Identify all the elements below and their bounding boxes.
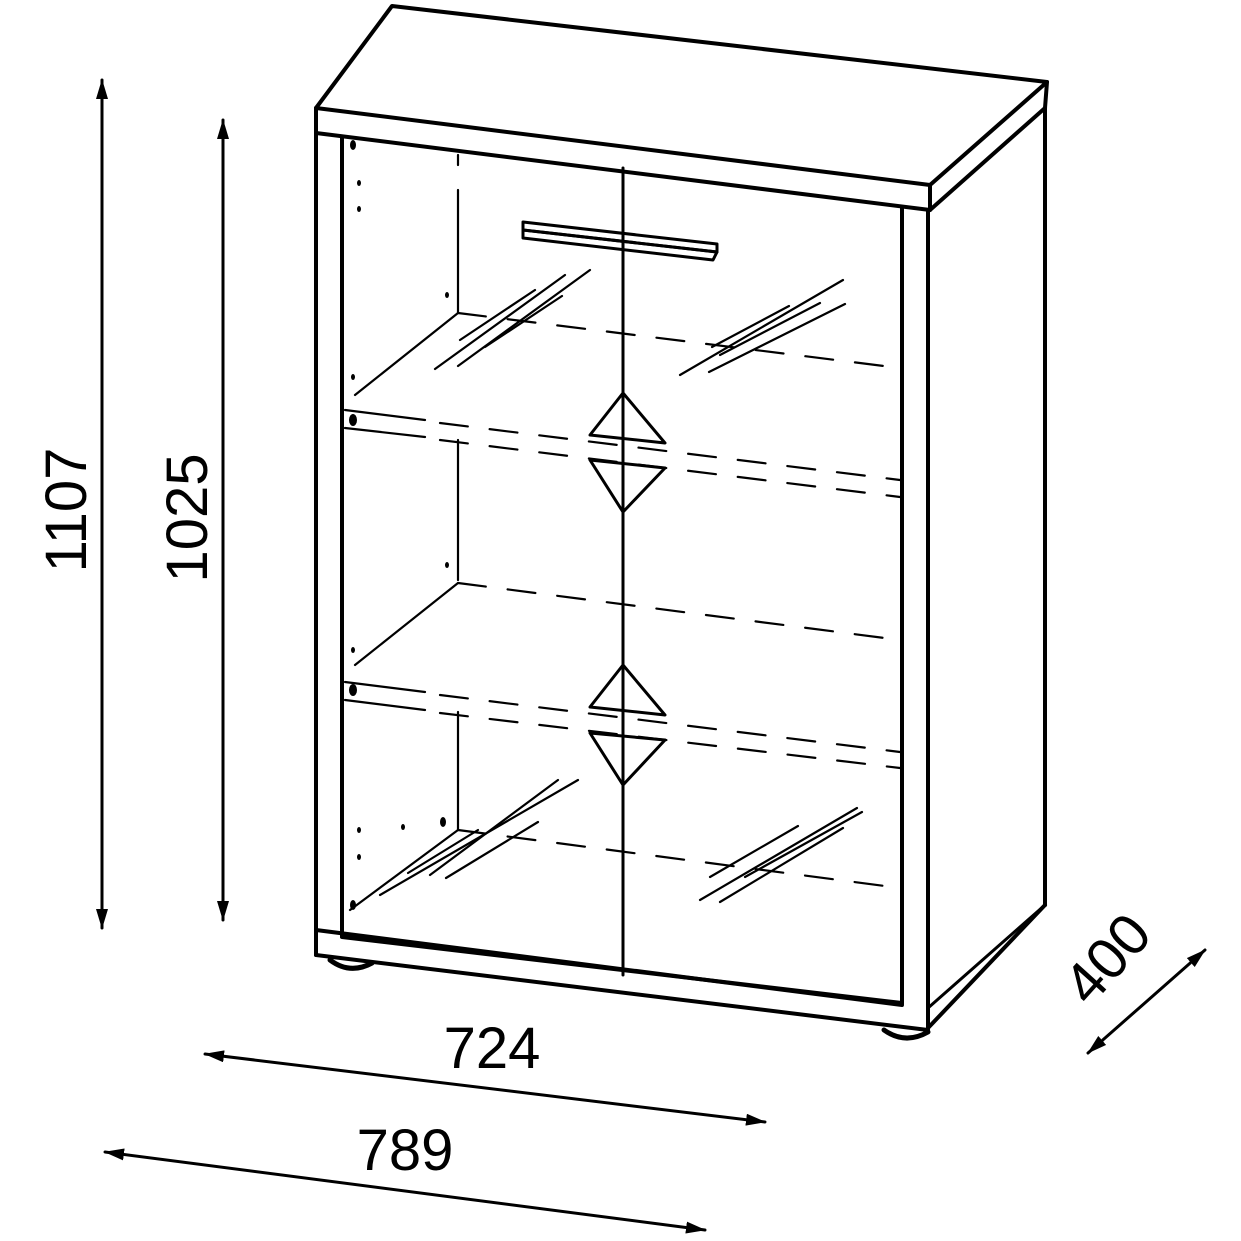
shelf-support-lower [588,663,667,787]
base-plinth [314,903,1047,1032]
upper-shelf [343,311,902,499]
lower-shelf [343,581,902,770]
dimension-label-body-height: 1025 [155,453,220,582]
glass-reflection-marks [378,268,864,904]
feet [327,957,931,1041]
shelf-support-upper [588,391,667,514]
dimension-label-inner-width: 724 [444,1016,541,1081]
dimension-overall-width: 789 [103,1118,707,1234]
cabinet [314,4,1049,1041]
dimension-body-height: 1025 [155,118,229,922]
top-panel [314,4,1049,212]
cabinet-floor [348,828,902,912]
dimension-label-overall-width: 789 [357,1118,454,1183]
dimension-inner-width: 724 [203,1016,767,1126]
dimension-depth: 400 [1051,901,1207,1055]
left-side-panel [314,131,344,957]
door-handle [521,220,719,262]
dimension-overall-height: 1107 [34,78,108,930]
dimension-label-overall-height: 1107 [34,448,99,573]
right-side-panel [900,106,1047,1030]
hinge-holes [349,140,449,910]
